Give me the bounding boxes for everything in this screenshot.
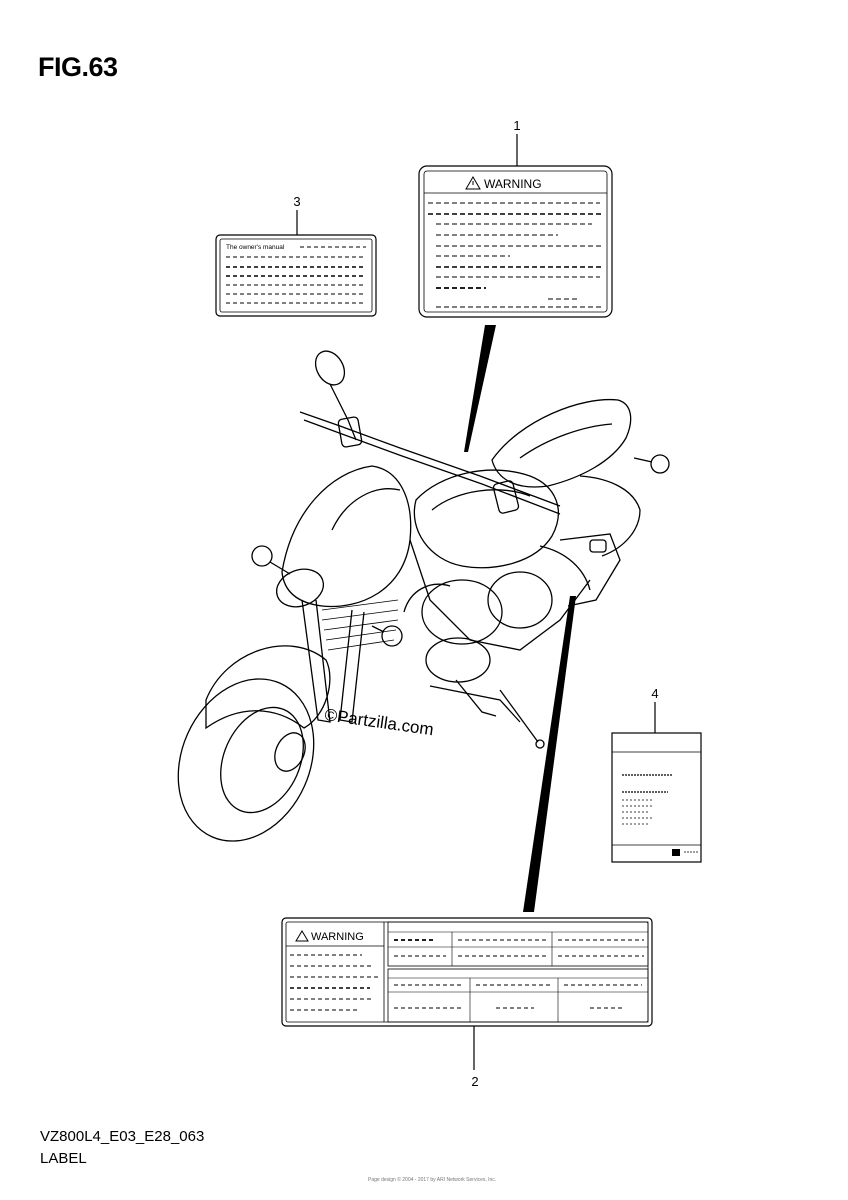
diagram-code: VZ800L4_E03_E28_063 — [40, 1128, 205, 1145]
callout-1-number: 1 — [513, 118, 520, 133]
label-2-heading: WARNING — [311, 931, 364, 943]
copyright-note: Page design © 2004 - 2017 by ARI Network… — [368, 1177, 497, 1183]
motorcycle-illustration — [177, 350, 670, 842]
figure-title: FIG.63 — [38, 52, 118, 82]
label-3-heading: The owner's manual — [226, 244, 285, 251]
label-1-location-pointer — [464, 325, 496, 452]
callout-3-number: 3 — [293, 194, 300, 209]
label-3-manual-sticker[interactable] — [215, 234, 377, 317]
callout-2-number: 2 — [471, 1074, 478, 1089]
label-1-heading: WARNING — [484, 177, 542, 191]
manual-booklet[interactable] — [611, 732, 702, 863]
label-1-warning-sticker[interactable] — [418, 165, 613, 318]
diagram-caption: LABEL — [40, 1150, 87, 1167]
watermark: ©Partzilla.com — [323, 705, 434, 739]
callout-4-number: 4 — [651, 686, 658, 701]
label-2-location-pointer — [523, 596, 576, 912]
label-2-warning-sticker[interactable] — [281, 917, 653, 1027]
